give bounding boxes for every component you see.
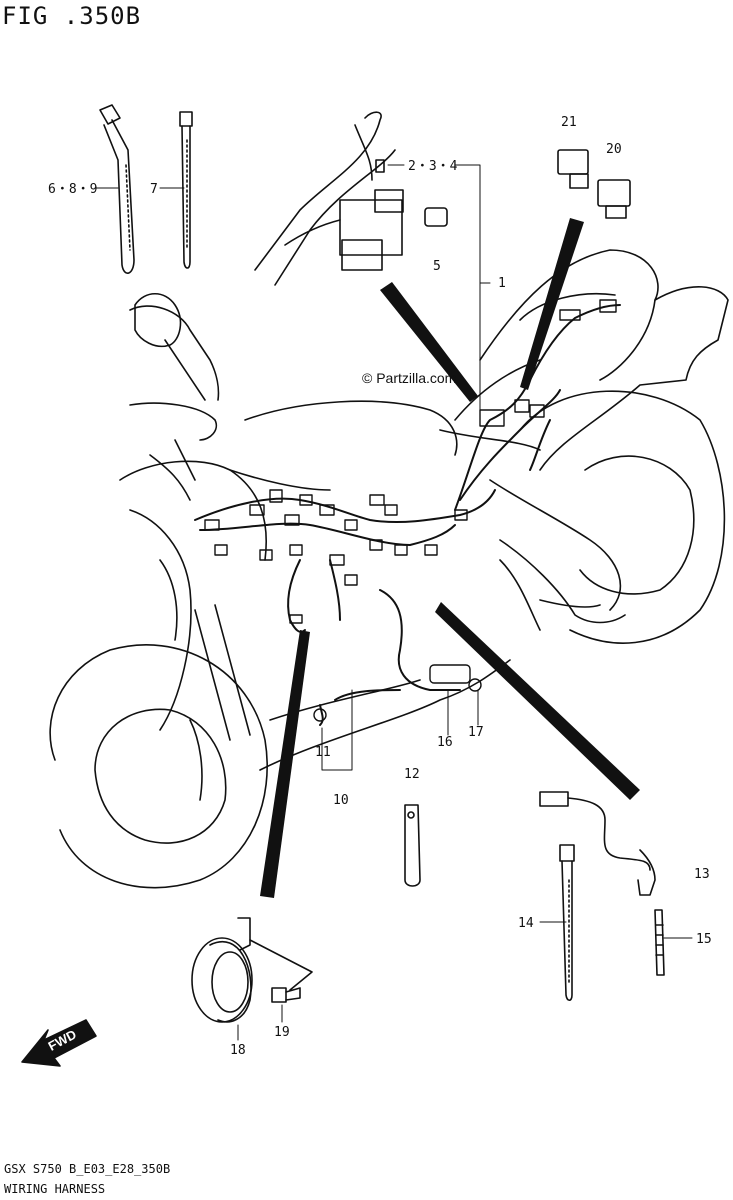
fuse-box: [254, 111, 448, 286]
harness-connectors: [204, 299, 617, 722]
footer-code: GSX S750 B_E03_E28_350B: [4, 1162, 171, 1176]
horn: [191, 917, 253, 1023]
figure-title: FIG .350B: [2, 2, 142, 30]
cable-tie-6-8-9: [99, 104, 135, 274]
cable-tie-14: [559, 844, 575, 1002]
relay-20: [597, 179, 631, 219]
fwd-arrow-icon: [21, 1019, 97, 1067]
relay-21: [557, 149, 589, 189]
motorcycle-outline: [49, 249, 729, 889]
part-15: [654, 909, 665, 976]
footer-name: WIRING HARNESS: [4, 1182, 106, 1196]
sensor-13: [539, 791, 656, 896]
leader-lines: [94, 164, 693, 1041]
bolt-19: [271, 987, 301, 1003]
bracket-12: [404, 804, 421, 887]
horn-leader: [249, 939, 313, 991]
cable-tie-7: [179, 111, 193, 269]
direction-wedges: [260, 218, 640, 898]
